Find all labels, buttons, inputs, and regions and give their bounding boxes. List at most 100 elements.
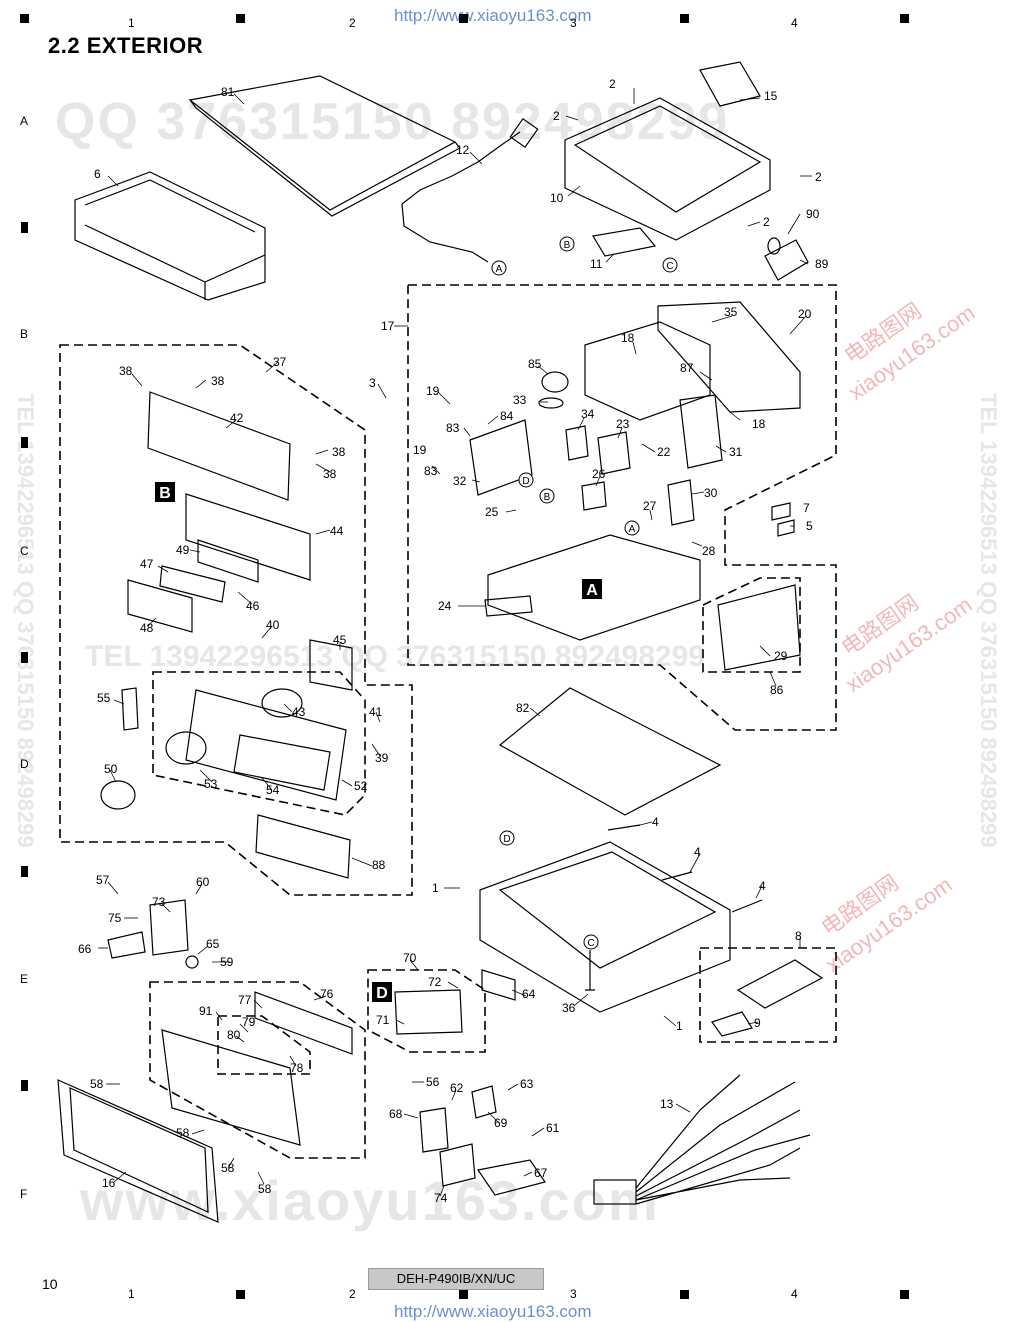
part-label: 70 — [403, 951, 417, 965]
part-64 — [481, 969, 516, 1001]
part-label: 83 — [446, 421, 460, 435]
outline-front-sub — [152, 671, 366, 816]
conn-ref-b: B — [564, 240, 571, 251]
conn-ref-d: D — [522, 476, 529, 487]
part-label: 56 — [426, 1075, 440, 1089]
column-number: 2 — [349, 16, 356, 30]
reg-mark — [900, 1290, 909, 1299]
column-number: 1 — [128, 1287, 135, 1301]
part-label: 87 — [680, 361, 694, 375]
part-54-window — [233, 734, 331, 791]
part-label: 15 — [764, 89, 778, 103]
column-number: 2 — [349, 1287, 356, 1301]
part-label: 86 — [770, 683, 784, 697]
part-label: 75 — [108, 911, 122, 925]
part-10-mech — [564, 97, 771, 241]
part-label: 38 — [332, 445, 346, 459]
assembly-marker-d: D — [376, 985, 388, 1002]
conn-ref-a: A — [496, 264, 503, 275]
part-12-cable — [401, 131, 521, 263]
part-74 — [439, 1143, 476, 1187]
part-52-display — [185, 689, 347, 801]
row-letter: A — [20, 114, 29, 128]
assembly-marker-b: B — [159, 485, 171, 502]
connector-refs: A B C D B A D C — [491, 236, 678, 950]
part-label: 7 — [803, 501, 810, 515]
reg-mark — [21, 866, 28, 877]
reg-mark — [21, 652, 28, 663]
part-4-screw-b — [661, 871, 693, 881]
part-label: 58 — [176, 1126, 190, 1140]
part-43 — [261, 688, 303, 718]
part-label: 84 — [500, 409, 514, 423]
part-label: 25 — [485, 505, 499, 519]
reg-mark — [236, 14, 245, 23]
part-label: 45 — [333, 633, 347, 647]
part-label: 30 — [704, 486, 718, 500]
part-label: 57 — [96, 873, 110, 887]
part-label: 46 — [246, 599, 260, 613]
part-label: 91 — [199, 1004, 213, 1018]
part-label: 44 — [330, 524, 344, 538]
part-68-bracket — [419, 1107, 449, 1153]
part-label: 82 — [516, 701, 530, 715]
part-label: 33 — [513, 393, 527, 407]
part-label: 39 — [375, 751, 389, 765]
reg-mark — [680, 14, 689, 23]
column-number: 3 — [570, 1287, 577, 1301]
part-label: 8 — [795, 929, 802, 943]
part-label: 55 — [97, 691, 111, 705]
part-35-bracket — [657, 301, 801, 413]
part-label: 24 — [438, 599, 452, 613]
part-label: 64 — [522, 987, 536, 1001]
part-label: 2 — [763, 215, 770, 229]
part-label: 83 — [424, 464, 438, 478]
part-label: 19 — [426, 384, 440, 398]
part-label: 10 — [550, 191, 564, 205]
part-label: 18 — [621, 331, 635, 345]
part-45 — [309, 639, 353, 691]
assembly-marker-a: A — [586, 582, 598, 599]
part-label: 85 — [528, 357, 542, 371]
part-labels: 81 6 12 15 10 11 90 89 2 2 2 2 17 35 20 … — [78, 77, 829, 1205]
part-16-bezel — [57, 1079, 219, 1223]
conn-ref-d-2: D — [503, 834, 510, 845]
part-label: 36 — [562, 1001, 576, 1015]
part-label: 60 — [196, 875, 210, 889]
part-31 — [679, 394, 723, 469]
part-label: 65 — [206, 937, 220, 951]
part-26 — [581, 481, 607, 511]
part-84 — [469, 419, 533, 496]
conn-ref-c: C — [666, 261, 673, 272]
part-label: 49 — [176, 543, 190, 557]
part-b-board — [185, 493, 311, 581]
part-47 — [159, 565, 226, 603]
part-label: 26 — [592, 467, 606, 481]
part-label: 47 — [140, 557, 154, 571]
outline-assembly-a — [407, 284, 837, 731]
part-label: 66 — [78, 942, 92, 956]
part-label: 88 — [372, 858, 386, 872]
part-16-inner — [69, 1087, 209, 1213]
part-82-sheet — [498, 687, 722, 816]
model-badge: DEH-P490IB/XN/UC — [368, 1268, 544, 1290]
part-17-frame — [584, 321, 711, 421]
part-73-bracket — [149, 899, 189, 956]
part-91-frame — [161, 1029, 301, 1146]
part-label: 76 — [320, 987, 334, 1001]
part-label: 32 — [453, 474, 467, 488]
part-90 — [767, 237, 781, 255]
part-11-flex — [592, 227, 657, 257]
part-label: 43 — [292, 705, 306, 719]
part-85-knob — [541, 371, 569, 393]
part-label: 48 — [140, 621, 154, 635]
part-label: 4 — [652, 815, 659, 829]
leader-lines — [98, 88, 812, 1197]
part-label: 71 — [376, 1013, 390, 1027]
part-label: 28 — [702, 544, 716, 558]
part-label: 13 — [660, 1097, 674, 1111]
part-10-top — [573, 105, 762, 213]
part-9-battery — [711, 1011, 753, 1037]
